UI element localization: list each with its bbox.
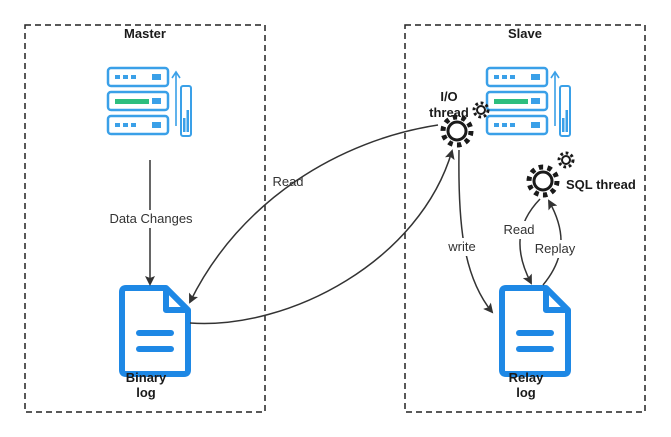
master-server-icon	[106, 66, 193, 138]
write-label-bg	[443, 238, 481, 256]
sql-thread-label: SQL thread	[566, 177, 636, 192]
read-relay-label: Read	[503, 222, 534, 237]
io-thread-gear-icon	[440, 101, 490, 148]
data-changes-label-bg	[104, 210, 198, 228]
read-relay-label-bg	[501, 221, 537, 239]
binary-log-label-line1: Binary	[126, 370, 167, 385]
write-label: write	[447, 239, 475, 254]
read-relay-arrow	[519, 198, 541, 285]
binary-log-label-line2: log	[136, 385, 156, 400]
io-thread-label-line1: I/O	[440, 89, 457, 104]
relay-log-label-line1: Relay	[509, 370, 544, 385]
replay-label: Replay	[535, 241, 576, 256]
relay-log-label-line2: log	[516, 385, 536, 400]
sql-thread-gear-icon	[526, 151, 575, 198]
write-arrow	[458, 149, 494, 314]
slave-title: Slave	[508, 26, 542, 41]
relay-log-icon	[502, 288, 568, 374]
master-title: Master	[124, 26, 166, 41]
master-box	[24, 24, 266, 413]
binlog-to-io-arrow	[189, 149, 455, 325]
io-thread-label-line2: thread	[429, 105, 469, 120]
replay-label-bg	[531, 240, 579, 258]
slave-server-icon	[485, 66, 572, 138]
slave-box	[404, 24, 646, 413]
binary-log-icon	[122, 288, 188, 374]
read-binlog-arrow	[189, 124, 439, 304]
data-changes-label: Data Changes	[109, 211, 193, 226]
read-binlog-label: Read	[272, 174, 303, 189]
